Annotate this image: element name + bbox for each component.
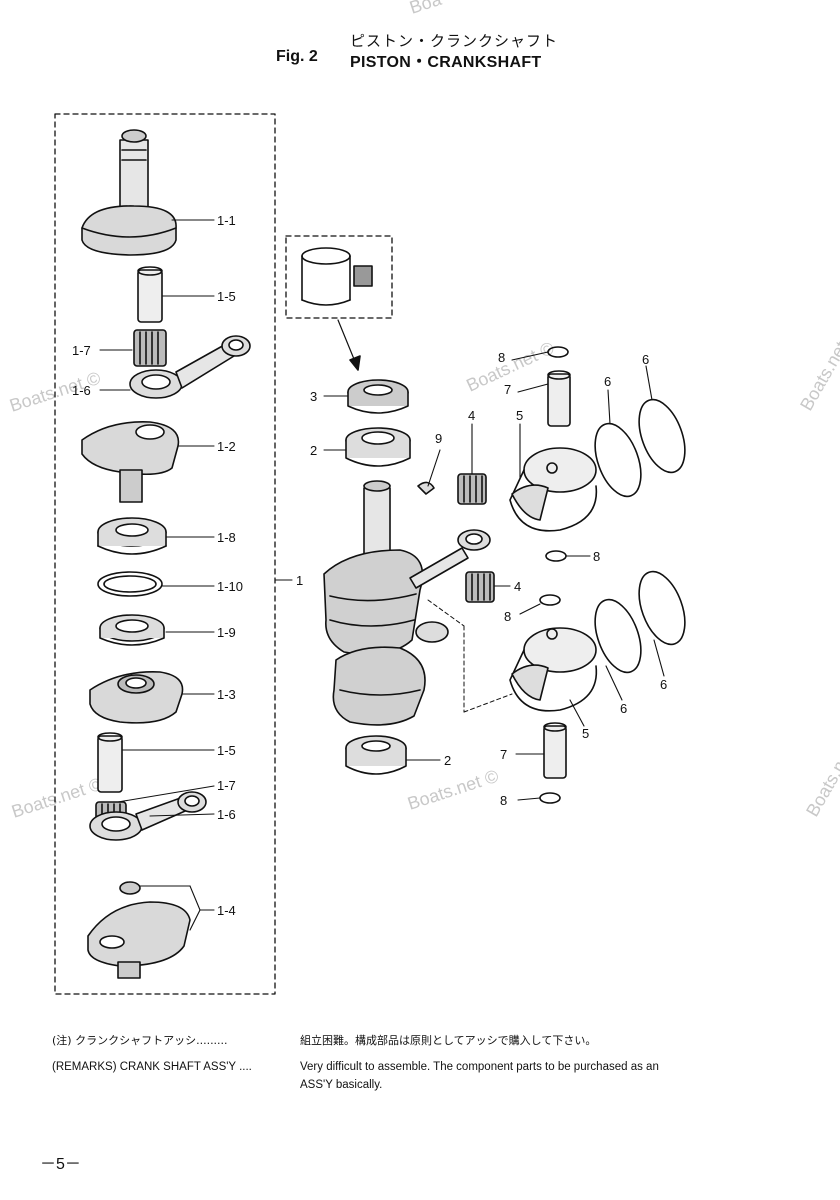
remarks-jp-key: (注) クランクシャフトアッシ......... xyxy=(52,1034,228,1047)
part-piston-ring xyxy=(594,598,642,674)
callout-4: 4 xyxy=(468,408,475,423)
callout-1-3: 1-3 xyxy=(217,687,236,702)
part-piston-lower xyxy=(509,627,598,712)
callout-1-1: 1-1 xyxy=(217,213,236,228)
part-ring-inner xyxy=(103,575,157,593)
part-needle-bearing xyxy=(133,329,167,367)
part-piston-pin-lower xyxy=(543,722,567,779)
part-connecting-rod-upper xyxy=(409,529,491,589)
callout-1-8: 1-8 xyxy=(217,530,236,545)
remarks-en-key: (REMARKS) CRANK SHAFT ASS'Y .... xyxy=(52,1061,252,1073)
part-circlip xyxy=(545,550,567,562)
part-piston-ring xyxy=(638,398,686,474)
detail-arrow-head xyxy=(349,355,361,371)
part-ball-bearing xyxy=(97,517,167,555)
part-bearing-2-upper xyxy=(345,427,411,467)
part-ring xyxy=(97,571,163,597)
part-needle-bearing-4-lower xyxy=(465,571,495,603)
crankshaft-assy-box xyxy=(54,113,276,995)
part-needle-bearing-4-upper xyxy=(457,473,487,505)
callout-2-lower: 2 xyxy=(444,753,451,768)
figure-title: PISTON・CRANKSHAFT xyxy=(350,54,542,71)
callout-1-6-lower: 1-6 xyxy=(217,807,236,822)
part-seal-3 xyxy=(347,379,409,414)
callout-6: 6 xyxy=(604,374,611,389)
remarks-en-text-2: ASS'Y basically. xyxy=(300,1079,383,1091)
part-crank-pin xyxy=(137,266,163,323)
part-crankshaft-assembly xyxy=(323,480,449,726)
watermark: Boats.net © xyxy=(405,766,501,814)
part-piston-upper xyxy=(509,447,598,532)
part-woodruff-key xyxy=(417,481,435,495)
part-crank-web-2 xyxy=(81,421,180,503)
part-lower-crank-web xyxy=(87,881,191,979)
part-piston-pin-upper xyxy=(547,370,571,427)
callout-1-9: 1-9 xyxy=(217,625,236,640)
title-japanese: ピストン・クランクシャフト xyxy=(350,32,559,50)
callout-1: 1 xyxy=(296,573,303,588)
remarks-jp-text: 組立困難。構成部品は原則としてアッシで購入して下さい。 xyxy=(300,1034,597,1047)
part-bearing-2-lower xyxy=(345,735,407,775)
callout-1-6: 1-6 xyxy=(72,383,91,398)
callout-7: 7 xyxy=(504,382,511,397)
callout-9: 9 xyxy=(435,431,442,446)
callout-3: 3 xyxy=(310,389,317,404)
callout-8: 8 xyxy=(593,549,600,564)
callout-5: 5 xyxy=(516,408,523,423)
callout-6: 6 xyxy=(660,677,667,692)
part-circlip xyxy=(539,792,561,804)
callout-2: 2 xyxy=(310,443,317,458)
detail-inset-box xyxy=(285,235,393,319)
watermark: Boats.net © xyxy=(796,322,840,414)
leader-lines-right xyxy=(323,351,665,801)
remarks-en-text-1: Very difficult to assemble. The componen… xyxy=(300,1061,659,1073)
callout-8: 8 xyxy=(504,609,511,624)
part-connecting-rod-lower xyxy=(89,791,207,841)
part-piston-ring xyxy=(594,422,642,498)
watermark: Boats.net © xyxy=(9,774,105,822)
callout-8: 8 xyxy=(498,350,505,365)
part-upper-crank-web xyxy=(81,129,177,256)
callout-4-lower: 4 xyxy=(514,579,521,594)
callout-1-2: 1-2 xyxy=(217,439,236,454)
assembly-guide-lines xyxy=(427,599,513,713)
part-circlip xyxy=(539,594,561,606)
part-callouts: 1-1 1-5 1-7 1-6 1-2 1-8 1-10 1 1-9 1-3 1… xyxy=(72,213,667,918)
callout-1-7: 1-7 xyxy=(72,343,91,358)
page-number: －5－ xyxy=(40,1156,81,1173)
callout-1-7-lower: 1-7 xyxy=(217,778,236,793)
callout-1-4: 1-4 xyxy=(217,903,236,918)
part-crank-pin-lower xyxy=(97,732,123,793)
detail-inset xyxy=(301,247,373,306)
part-connecting-rod xyxy=(129,335,251,399)
callout-8-lower: 8 xyxy=(500,793,507,808)
callout-6: 6 xyxy=(642,352,649,367)
watermark: Boa xyxy=(407,0,445,18)
leader-lines-left xyxy=(99,219,293,931)
part-oil-seal xyxy=(99,614,165,646)
callout-6: 6 xyxy=(620,701,627,716)
part-crank-web-3 xyxy=(89,671,184,724)
callout-1-5-lower: 1-5 xyxy=(217,743,236,758)
part-piston-ring xyxy=(638,570,686,646)
detail-arrow xyxy=(337,319,357,365)
callout-5-lower: 5 xyxy=(582,726,589,741)
callout-1-10: 1-10 xyxy=(217,579,243,594)
figure-number: Fig. 2 xyxy=(276,48,318,65)
callout-1-5: 1-5 xyxy=(217,289,236,304)
callout-7-lower: 7 xyxy=(500,747,507,762)
watermark: Boats.net © xyxy=(802,728,840,820)
